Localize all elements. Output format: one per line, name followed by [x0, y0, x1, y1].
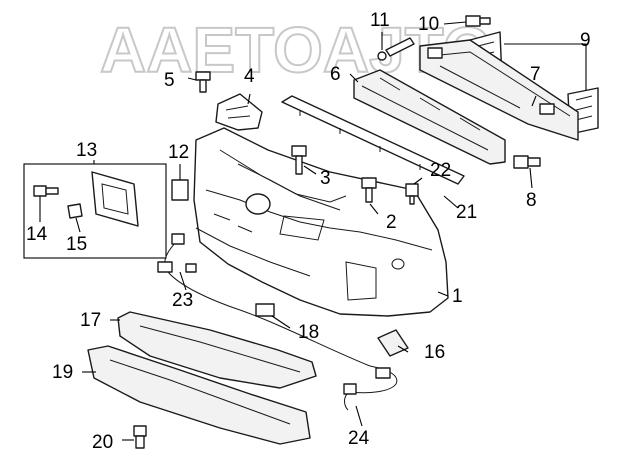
- callout-13: 13: [76, 140, 97, 161]
- clip-2: [361, 177, 377, 203]
- callout-22: 22: [430, 160, 451, 181]
- bolt-8: [513, 155, 541, 169]
- clip-18: [255, 303, 275, 317]
- clip-22: [405, 183, 419, 205]
- callout-23: 23: [172, 290, 193, 311]
- retainer-21: [281, 95, 465, 185]
- clip-20: [133, 425, 147, 449]
- callout-9: 9: [580, 30, 591, 51]
- callout-17: 17: [80, 310, 101, 331]
- callout-24: 24: [348, 428, 370, 449]
- callout-15: 15: [66, 234, 87, 255]
- callout-10: 10: [418, 14, 439, 35]
- callout-2: 2: [386, 212, 397, 233]
- wire-harness-24: [343, 365, 398, 411]
- sensor-12: [171, 179, 189, 201]
- callout-21: 21: [456, 202, 477, 223]
- energy-absorber-6: [353, 69, 506, 165]
- license-bracket-13: [91, 171, 139, 227]
- callout-14: 14: [26, 224, 48, 245]
- wire-harness-23: [157, 233, 371, 367]
- screw-3: [291, 145, 307, 175]
- bolt-10: [465, 15, 491, 27]
- under-cover-17: [117, 311, 317, 389]
- callout-4: 4: [244, 66, 255, 87]
- bumper-cover-1: [193, 127, 449, 317]
- callout-16: 16: [424, 342, 445, 363]
- callout-8: 8: [526, 190, 537, 211]
- under-cover-19: [87, 345, 311, 445]
- callout-6: 6: [330, 64, 341, 85]
- reinforcement-beam-7: [419, 39, 579, 141]
- callout-7: 7: [530, 64, 541, 85]
- clip-15: [67, 203, 83, 219]
- callout-20: 20: [92, 432, 113, 453]
- leader-lines: [39, 21, 587, 441]
- callout-labels: 1 2 3 4 5 6 7 8 9 10 11 12 13 14 15 16 1…: [26, 10, 591, 453]
- clip-11: [377, 37, 415, 61]
- bracket-4: [215, 93, 263, 131]
- callout-18: 18: [298, 322, 319, 343]
- callout-1: 1: [452, 286, 463, 307]
- callout-11: 11: [370, 10, 390, 31]
- group-13-box: [23, 163, 167, 259]
- bracket-16: [377, 329, 409, 357]
- callout-12: 12: [168, 142, 189, 163]
- screw-5: [195, 71, 211, 93]
- callout-5: 5: [164, 70, 175, 91]
- bolt-14: [33, 185, 59, 197]
- callout-3: 3: [320, 168, 331, 189]
- callout-19: 19: [52, 362, 73, 383]
